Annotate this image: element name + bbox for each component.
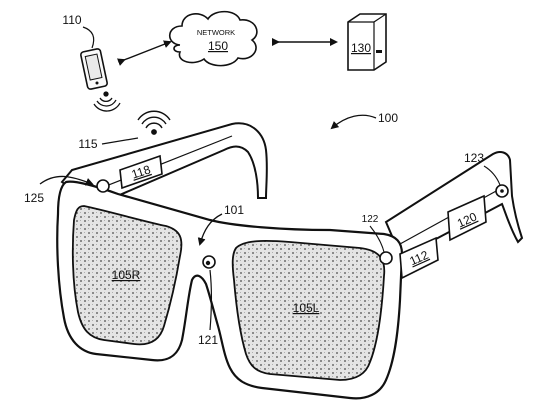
right-sensor-122 [379, 251, 393, 265]
left-module-label: 118 [130, 162, 153, 181]
sensor121-leader-line [209, 269, 213, 331]
right-module-120 [447, 194, 487, 242]
right-temple [384, 151, 524, 260]
frame-sensor-125 [96, 179, 110, 193]
left-lens [231, 240, 386, 381]
server-icon [347, 13, 387, 71]
antenna-label: 115 [78, 137, 97, 151]
network-word-label: NETWORK [197, 28, 235, 37]
system-label: 100 [378, 111, 398, 125]
device-leader-line [82, 26, 95, 49]
bridge101-leader-arrow [197, 213, 223, 246]
bridge-sensor-label: 121 [198, 333, 218, 347]
lens-right-label: 105R [112, 268, 141, 282]
device-wireless-icon [93, 91, 121, 112]
sensor122-leader-line [369, 225, 385, 253]
left-temple [60, 122, 268, 208]
left-module-118 [119, 154, 163, 190]
network-cloud-icon [168, 10, 258, 67]
frame-sensor-label: 125 [24, 191, 44, 205]
server-label: 130 [351, 41, 371, 55]
lens-left-label: 105L [293, 301, 320, 315]
mobile-device-icon [80, 48, 108, 90]
network-label: 150 [208, 39, 228, 53]
right-sensor-label: 122 [362, 214, 379, 225]
bridge-label: 101 [224, 203, 244, 217]
right-module-112 [399, 236, 439, 280]
temple-sensor-label: 123 [464, 151, 484, 165]
device-network-arrow [116, 40, 172, 66]
antenna-leader-line [101, 137, 139, 145]
system-leader-arrow [330, 114, 377, 130]
sensor125-leader-arrow [39, 175, 94, 186]
antenna-wireless-icon [137, 110, 171, 135]
sensor123-leader-line [483, 165, 501, 186]
device-label: 110 [62, 13, 81, 27]
right-lens [71, 205, 183, 346]
